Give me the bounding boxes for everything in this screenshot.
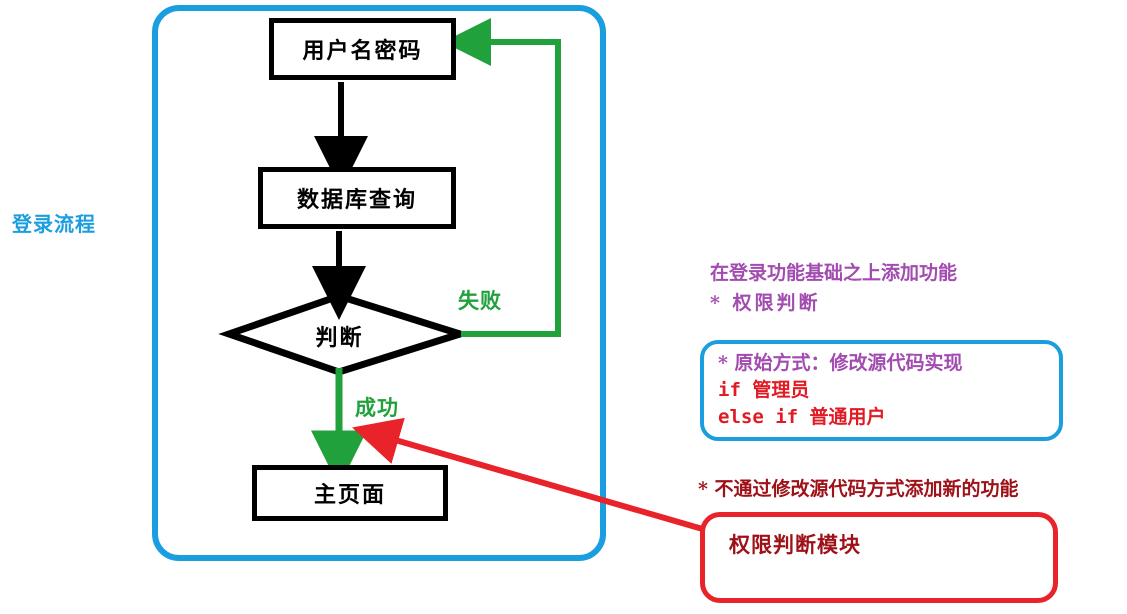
permission-module-box[interactable]: 权限判断模块 xyxy=(700,512,1058,603)
original-approach-title: * 原始方式：修改源代码实现 xyxy=(718,352,963,374)
permission-module-label: 权限判断模块 xyxy=(729,532,861,557)
code-line-else-if-normal-user: else if 普通用户 xyxy=(718,406,886,428)
note-no-source-modification: * 不通过修改源代码方式添加新的功能 xyxy=(698,478,1019,500)
node-decision-label: 判断 xyxy=(315,325,364,351)
edge-label-success: 成功 xyxy=(355,395,399,420)
note-purple-block: 在登录功能基础之上添加功能 * 权限判断 xyxy=(710,258,957,318)
edge-label-fail: 失败 xyxy=(458,288,502,313)
flow-title: 登录流程 xyxy=(12,214,96,236)
original-approach-box: * 原始方式：修改源代码实现 if 管理员 else if 普通用户 xyxy=(700,340,1063,441)
note-purple-heading: 在登录功能基础之上添加功能 xyxy=(710,262,958,284)
node-main-page[interactable]: 主页面 xyxy=(252,465,448,521)
code-line-if-admin: if 管理员 xyxy=(718,379,810,401)
node-database-query[interactable]: 数据库查询 xyxy=(258,167,456,229)
node-username-password[interactable]: 用户名密码 xyxy=(269,18,456,80)
note-purple-bullet: * 权限判断 xyxy=(710,292,821,314)
